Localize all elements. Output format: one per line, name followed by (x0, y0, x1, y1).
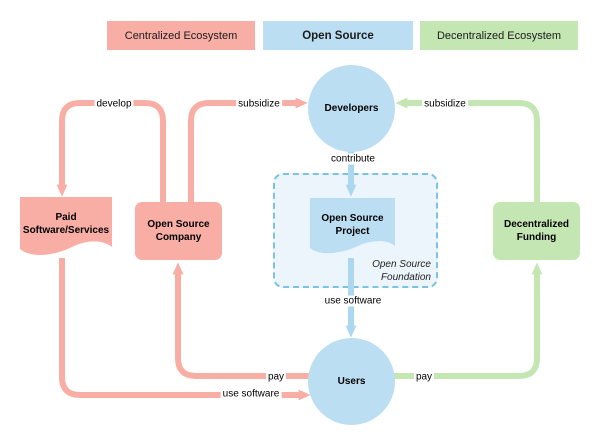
node-developers: Developers (308, 65, 395, 152)
node-paid-software-services: Paid Software/Services (20, 197, 112, 261)
edge-label-subsidize-left: subsidize (236, 98, 282, 110)
node-open-source-company: Open Source Company (135, 202, 222, 260)
legend-decentralized-label: Decentralized Ecosystem (436, 29, 562, 42)
document-shape (20, 197, 112, 255)
legend-decentralized-ecosystem: Decentralized Ecosystem (420, 21, 578, 50)
node-users: Users (308, 338, 395, 425)
legend-open-source: Open Source (263, 21, 413, 50)
open-source-company-label: Open Source Company (147, 218, 210, 243)
edge-label-subsidize-right: subsidize (422, 98, 468, 110)
legend-centralized-ecosystem: Centralized Ecosystem (107, 21, 255, 50)
edge-label-pay-right: pay (413, 371, 435, 383)
open-source-project-label: Open Source Project (321, 213, 384, 238)
foundation-label: Open Source Foundation (372, 259, 431, 283)
edge-develop (56, 100, 166, 202)
edge-label-contribute: contribute (329, 153, 377, 165)
paid-software-label: Paid Software/Services (22, 212, 110, 237)
edge-label-use-software-center: use software (322, 295, 384, 307)
decentralized-funding-label: Decentralized Funding (503, 218, 570, 243)
users-label: Users (337, 375, 366, 387)
edge-label-use-software-bottom: use software (220, 388, 282, 400)
legend-open-source-label: Open Source (302, 29, 374, 42)
legend-centralized-label: Centralized Ecosystem (124, 29, 238, 42)
node-decentralized-funding: Decentralized Funding (493, 202, 580, 260)
edge-label-pay-left: pay (265, 371, 287, 383)
document-shape (310, 198, 395, 254)
node-open-source-project: Open Source Project (310, 198, 395, 260)
developers-label: Developers (324, 102, 379, 114)
edge-label-develop: develop (94, 98, 134, 110)
